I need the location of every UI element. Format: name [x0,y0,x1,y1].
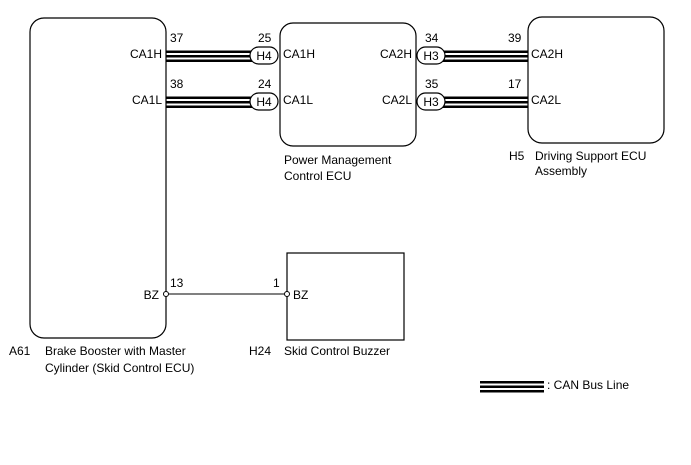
can-line-ca1h-a [166,50,252,62]
pin-label-pm-ca2h: CA2H [380,47,412,61]
connector-h3-ca2h: H3 [416,46,446,65]
can-line-ca2h [442,50,528,62]
power-management-caption-line2: Control ECU [284,169,351,183]
brake-booster-box [29,17,167,339]
pin-label-buzzer-bz: BZ [293,288,308,302]
pin-label-pm-ca1l: CA1L [283,93,313,107]
pin-label-pm-ca1h: CA1H [283,47,315,61]
pin-label-a61-bz: BZ [144,288,159,302]
pin-number-ds-ca2h: 39 [508,31,522,45]
brake-booster-code: A61 [9,344,31,358]
pin-number-ds-ca2l: 17 [508,77,522,91]
skid-buzzer-code: H24 [249,344,271,358]
pin-number-buzzer-bz: 1 [273,276,280,290]
bz-pin-dot-buzzer [284,291,290,297]
power-management-caption-line1: Power Management [284,153,392,167]
connector-label: H4 [256,49,272,63]
pin-number-pm-ca2l: 35 [425,77,439,91]
pin-number-a61-ca1h: 37 [170,31,184,45]
bz-pin-dot-a61 [163,291,169,297]
connector-label: H3 [423,49,439,63]
pin-number-pm-ca2h: 34 [425,31,439,45]
driving-support-code: H5 [509,149,525,163]
connector-h4-ca1l: H4 [249,92,279,111]
pin-label-a61-ca1l: CA1L [132,93,162,107]
pin-label-ds-ca2l: CA2L [531,93,561,107]
skid-buzzer-caption: Skid Control Buzzer [284,344,390,358]
pin-number-a61-ca1l: 38 [170,77,184,91]
connector-h4-ca1h: H4 [249,46,279,65]
legend-can-bus-symbol [480,381,544,393]
legend-label: : CAN Bus Line [547,378,629,392]
connector-label: H4 [256,95,272,109]
pin-label-ds-ca2h: CA2H [531,47,563,61]
can-line-ca1l-a [166,96,252,108]
pin-number-pm-ca1h: 25 [258,31,272,45]
driving-support-box [527,16,665,144]
pin-number-pm-ca1l: 24 [258,77,272,91]
brake-booster-caption-line2: Cylinder (Skid Control ECU) [45,361,194,375]
pin-label-pm-ca2l: CA2L [382,93,412,107]
pin-number-a61-bz: 13 [170,276,184,290]
connector-h3-ca2l: H3 [416,92,446,111]
driving-support-caption-line1: Driving Support ECU [535,149,646,163]
driving-support-caption-line2: Assembly [535,164,587,178]
brake-booster-caption-line1: Brake Booster with Master [45,344,186,358]
can-line-ca2l [442,96,528,108]
skid-buzzer-box [286,252,405,341]
connector-label: H3 [423,95,439,109]
pin-label-a61-ca1h: CA1H [130,47,162,61]
power-management-box [279,22,417,147]
